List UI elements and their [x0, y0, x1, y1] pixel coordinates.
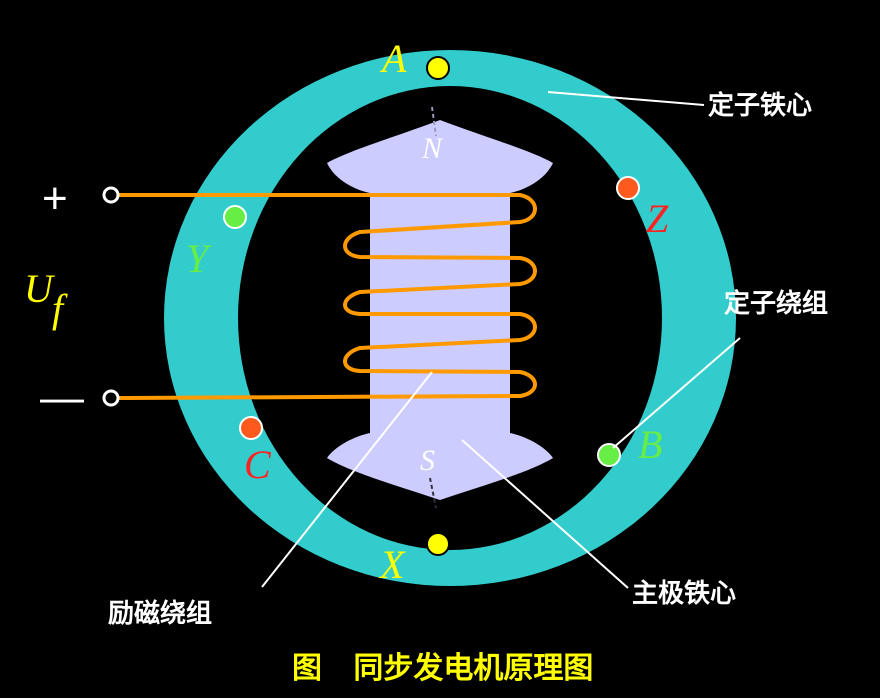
- north-pole-label: N: [421, 132, 444, 165]
- minus-terminal: [102, 389, 120, 407]
- leader-main-pole-core: [461, 439, 629, 589]
- main-pole-core: [327, 120, 553, 500]
- field-winding-turn-2: [343, 290, 537, 350]
- field-voltage-label: U: [24, 266, 56, 311]
- main-pole-core-label: 主极铁心: [632, 578, 736, 609]
- plus-sign: +: [42, 174, 68, 223]
- minus-sign: —: [40, 373, 84, 422]
- terminal-b-label: B: [638, 422, 662, 467]
- south-axis-line: [429, 477, 437, 509]
- terminal-x-label: X: [378, 542, 406, 587]
- stator-core-label: 定子铁心: [708, 90, 812, 121]
- field-voltage-subscript: f: [52, 286, 68, 331]
- terminal-c-label: C: [244, 442, 272, 487]
- stator-winding-label: 定子绕组: [724, 288, 828, 319]
- leader-field-winding: [261, 371, 433, 588]
- conductor-y: [223, 205, 247, 229]
- terminal-y-label: Y: [186, 236, 212, 281]
- leader-stator-core: [547, 91, 705, 106]
- south-pole-label: S: [420, 444, 435, 477]
- terminal-a-label: A: [379, 36, 407, 81]
- figure-caption: 图 同步发电机原理图: [292, 651, 593, 686]
- north-axis-line: [431, 106, 437, 137]
- conductor-c: [239, 416, 263, 440]
- field-winding-label: 励磁绕组: [108, 598, 212, 629]
- conductor-a: [426, 56, 450, 80]
- field-winding-turn-3: [114, 346, 537, 400]
- field-winding: [114, 193, 537, 400]
- leader-lines: [261, 91, 741, 589]
- field-winding-lead-top: [114, 193, 537, 234]
- leader-stator-winding: [612, 337, 741, 449]
- conductor-x: [426, 532, 450, 556]
- conductor-b: [597, 443, 621, 467]
- conductor-z: [616, 176, 640, 200]
- terminal-z-label: Z: [646, 196, 669, 241]
- field-winding-turn-1: [343, 230, 537, 294]
- plus-terminal: [102, 186, 120, 204]
